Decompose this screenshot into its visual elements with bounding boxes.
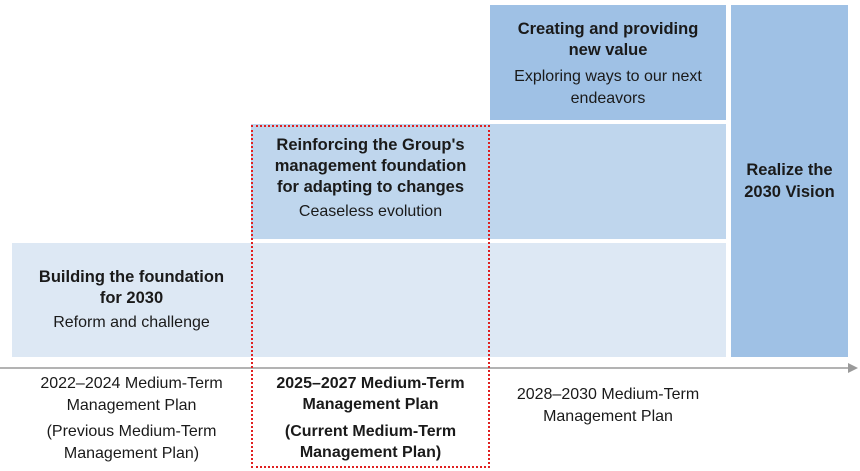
previous-plan-line2: Management Plan [66,397,197,414]
previous-plan-label: 2022–2024 Medium-Term Management Plan (P… [12,373,251,465]
timeline-arrow [0,363,858,373]
creating-step-text: Creating and providing new value Explori… [490,19,726,110]
current-plan-label: 2025–2027 Medium-Term Management Plan (C… [251,373,490,463]
current-plan-note-line1: (Current Medium-Term [284,423,457,440]
foundation-step-text: Building the foundation for 2030 Reform … [12,267,251,334]
creating-title-line1: Creating and providing [517,20,699,38]
current-plan-line1: 2025–2027 Medium-Term [276,375,465,392]
current-plan-highlight-frame [251,125,490,468]
next-plan-label: 2028–2030 Medium-Term Management Plan [490,384,726,428]
next-plan-line2: Management Plan [543,408,673,425]
creating-title-line2: new value [568,41,648,59]
next-plan-line1: 2028–2030 Medium-Term [516,386,700,403]
foundation-subtitle: Reform and challenge [53,314,210,331]
reinforce-title-line1: Reinforcing the Group's [276,136,465,154]
previous-plan-note-line1: (Previous Medium-Term [46,423,217,440]
current-plan-line2: Management Plan [302,396,439,413]
reinforce-step-text: Reinforcing the Group's management found… [251,135,490,223]
vision-title-line2: 2030 Vision [744,183,835,201]
creating-subtitle-line2: endeavors [570,90,646,107]
vision-block: Realize the 2030 Vision [731,5,848,357]
vision-title-line1: Realize the [746,161,833,179]
foundation-band [12,243,726,357]
creating-subtitle-line1: Exploring ways to our next [514,68,702,85]
reinforce-subtitle: Ceaseless evolution [298,203,443,220]
foundation-title-line2: for 2030 [99,289,164,307]
previous-plan-line1: 2022–2024 Medium-Term [40,375,223,392]
foundation-title-line1: Building the foundation [38,268,225,286]
reinforce-title-line2: management foundation [274,157,467,175]
creating-band [490,5,726,120]
previous-plan-note-line2: Management Plan) [63,445,200,462]
reinforce-title-line3: for adapting to changes [276,178,464,196]
current-plan-note-line2: Management Plan) [299,444,442,461]
